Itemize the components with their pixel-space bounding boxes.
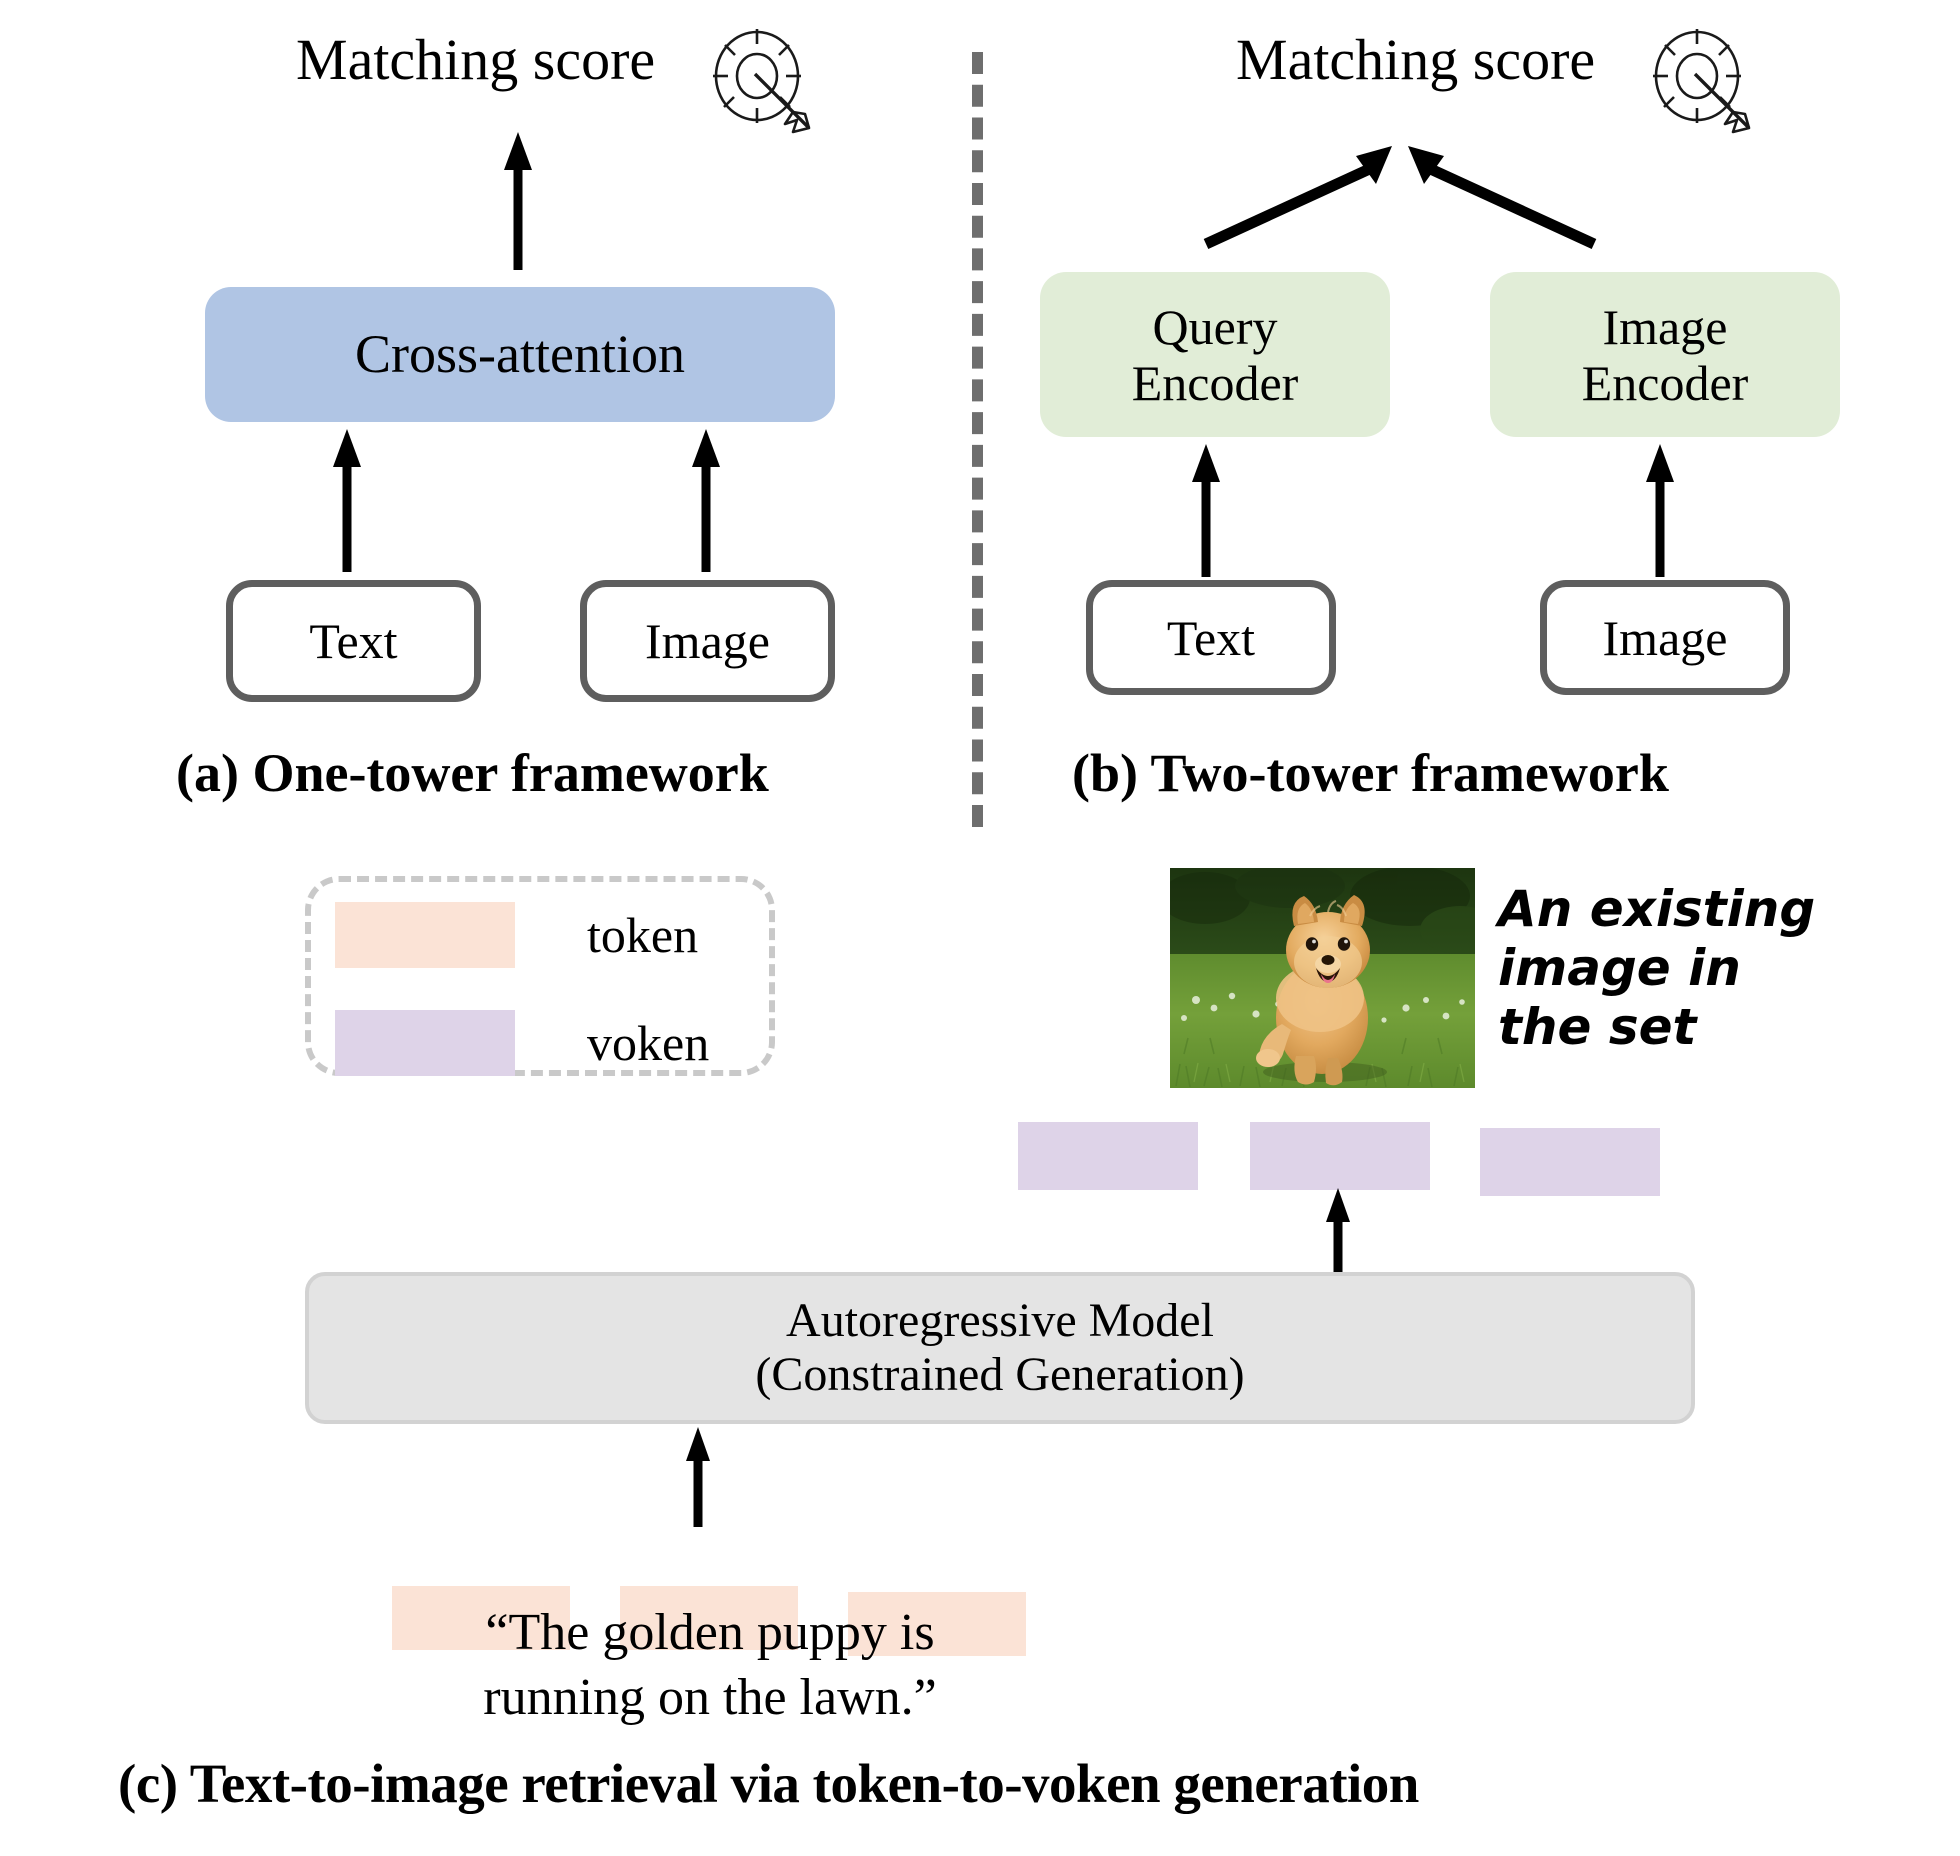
panel-a-matching-score-label: Matching score [296,27,656,92]
voken-bar [1018,1122,1198,1190]
query-text-line1: “The golden puppy is [485,1604,935,1661]
target-arrow-icon [1645,28,1763,134]
arrow-image-to-image-encoder [1640,442,1680,577]
token-bar [392,1586,570,1650]
cross-attention-box[interactable]: Cross-attention [205,287,835,422]
panel-b-text-label: Text [1166,609,1256,666]
legend-item-voken: voken [335,1010,709,1076]
arrow-text-to-query-encoder [1186,442,1226,577]
token-bar [848,1592,1026,1656]
voken-bar [1250,1122,1430,1190]
panel-a-text-input-box[interactable]: Text [226,580,481,702]
existing-image-note: An existing image in the set [1498,880,1815,1057]
panel-c-caption: (c) Text-to-image retrieval via token-to… [118,1753,1419,1814]
legend-swatch-voken [335,1010,515,1076]
query-text-line2: running on the lawn.” [483,1669,937,1726]
image-encoder-label-line1: Image [1602,298,1728,355]
autoregressive-model-line1: Autoregressive Model [786,1294,1214,1348]
existing-image-photo [1170,868,1475,1088]
panel-b-caption: (b) Two-tower framework [1072,743,1669,803]
legend-swatch-token [335,902,515,968]
panel-a-image-label: Image [645,613,770,669]
panel-b-text-input-box[interactable]: Text [1086,580,1336,695]
arrow-cross-attention-to-score [498,130,538,270]
legend-box [305,876,775,1076]
panel-a-image-input-box[interactable]: Image [580,580,835,702]
arrow-token-to-model [681,1425,715,1527]
query-encoder-label-line2: Encoder [1131,354,1299,411]
panel-b-matching-score-label: Matching score [1236,27,1596,92]
panel-a-caption: (a) One-tower framework [176,743,769,803]
legend-label-token: token [587,907,699,963]
panel-b-image-label: Image [1602,609,1728,666]
query-encoder-label-line1: Query [1152,298,1278,355]
cross-attention-label: Cross-attention [355,324,685,385]
existing-image-note-line1: An existing [1498,880,1816,938]
image-encoder-label-line2: Encoder [1581,354,1749,411]
arrow-image-to-cross-attention [686,427,726,572]
target-arrow-icon [705,28,823,134]
autoregressive-model-box[interactable]: Autoregressive Model (Constrained Genera… [305,1272,1695,1424]
query-encoder-box[interactable]: Query Encoder [1040,272,1390,437]
query-text: “The golden puppy is running on the lawn… [380,1600,1040,1730]
existing-image-note-line2: image in [1498,939,1741,997]
token-bar [620,1586,798,1650]
legend-label-voken: voken [587,1015,710,1071]
autoregressive-model-line2: (Constrained Generation) [755,1348,1245,1401]
arrows-encoders-to-score [1180,140,1620,250]
voken-bar [1480,1128,1660,1196]
arrow-text-to-cross-attention [327,427,367,572]
panel-divider [972,52,983,827]
legend-item-token: token [335,902,698,968]
existing-image-note-line3: the set [1498,998,1697,1056]
image-encoder-box[interactable]: Image Encoder [1490,272,1840,437]
panel-b-image-input-box[interactable]: Image [1540,580,1790,695]
panel-a-text-label: Text [309,613,398,669]
